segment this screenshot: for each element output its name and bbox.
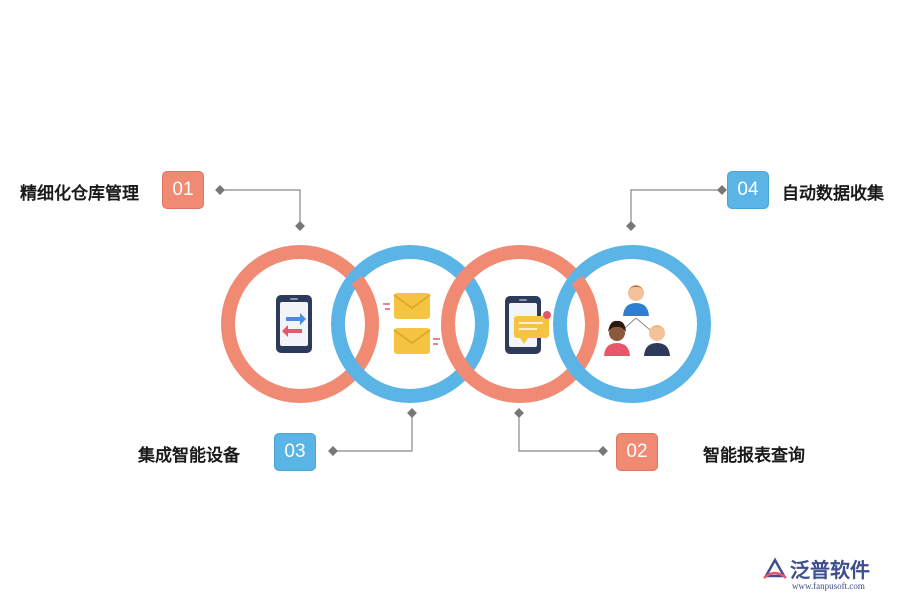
ring-2 — [331, 245, 489, 403]
step-02-label: 智能报表查询 — [703, 446, 805, 466]
step-04-label: 自动数据收集 — [782, 184, 884, 204]
phone-transfer-icon — [276, 295, 312, 353]
connector-04 — [630, 189, 722, 226]
brand-url: www.fanpusoft.com — [792, 581, 865, 591]
step-01-label: 精细化仓库管理 — [20, 184, 139, 204]
connector-02 — [518, 413, 603, 452]
step-02-badge: 02 — [616, 433, 658, 471]
envelopes-icon — [383, 293, 440, 354]
brand-name: 泛普软件 — [790, 558, 870, 582]
phone-message-icon — [505, 296, 551, 354]
step-03-label: 集成智能设备 — [138, 446, 240, 466]
connector-lines — [220, 189, 722, 452]
step-01-badge: 01 — [162, 171, 204, 209]
ring-4 — [553, 245, 711, 403]
brand-logo: 泛普软件 www.fanpusoft.com — [762, 554, 890, 594]
ring-3-overlap-b — [571, 275, 599, 325]
ring-1-overlap — [351, 275, 379, 325]
connector-01 — [220, 189, 301, 226]
ring-3-overlap — [441, 323, 469, 373]
step-03-badge: 03 — [274, 433, 316, 471]
people-network-icon — [604, 285, 670, 356]
connector-dots — [215, 185, 727, 456]
step-04-badge: 04 — [727, 171, 769, 209]
connector-03 — [333, 413, 413, 452]
brand-mark-icon — [763, 557, 787, 579]
